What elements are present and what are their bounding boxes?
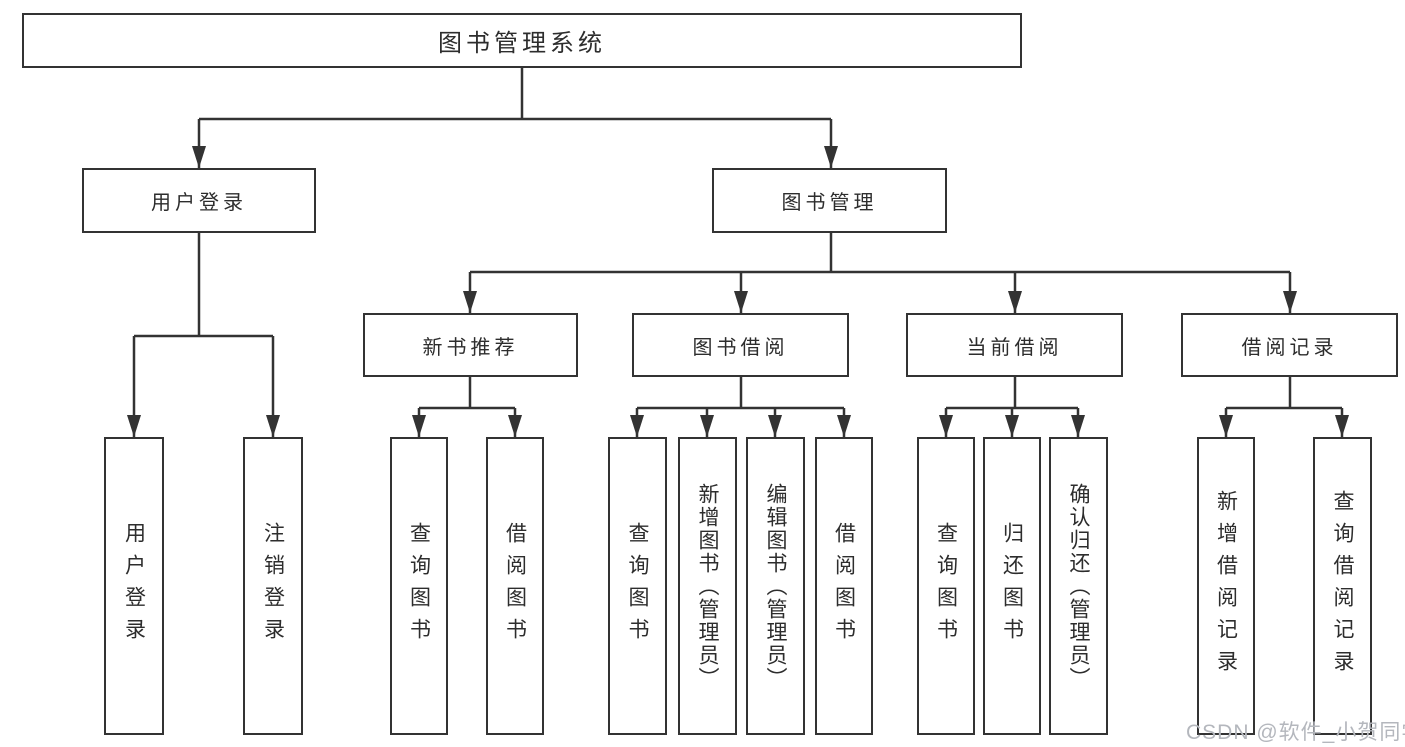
leaf-confirm-return-admin: 确认归还（管理员） <box>1049 437 1108 735</box>
node-new-book-recommend: 新书推荐 <box>363 313 578 377</box>
node-root-library-management-system: 图书管理系统 <box>22 13 1022 68</box>
leaf-user-login: 用户登录 <box>104 437 164 735</box>
leaf-add-books-admin: 新增图书（管理员） <box>678 437 737 735</box>
leaf-add-borrow-record: 新增借阅记录 <box>1197 437 1255 735</box>
watermark: CSDN @软件_小贺同学 <box>1186 721 1405 744</box>
leaf-query-books-borrow: 查询图书 <box>608 437 667 735</box>
leaf-query-borrow-record: 查询借阅记录 <box>1313 437 1372 735</box>
node-user-login: 用户登录 <box>82 168 316 233</box>
node-borrow-records: 借阅记录 <box>1181 313 1398 377</box>
leaf-return-books: 归还图书 <box>983 437 1041 735</box>
leaf-borrow-books: 借阅图书 <box>815 437 873 735</box>
node-book-borrow: 图书借阅 <box>632 313 849 377</box>
leaf-query-books-current: 查询图书 <box>917 437 975 735</box>
node-book-management: 图书管理 <box>712 168 947 233</box>
leaf-borrow-books-recommend: 借阅图书 <box>486 437 544 735</box>
leaf-query-books-recommend: 查询图书 <box>390 437 448 735</box>
leaf-logout: 注销登录 <box>243 437 303 735</box>
node-current-borrow: 当前借阅 <box>906 313 1123 377</box>
leaf-edit-books-admin: 编辑图书（管理员） <box>746 437 805 735</box>
